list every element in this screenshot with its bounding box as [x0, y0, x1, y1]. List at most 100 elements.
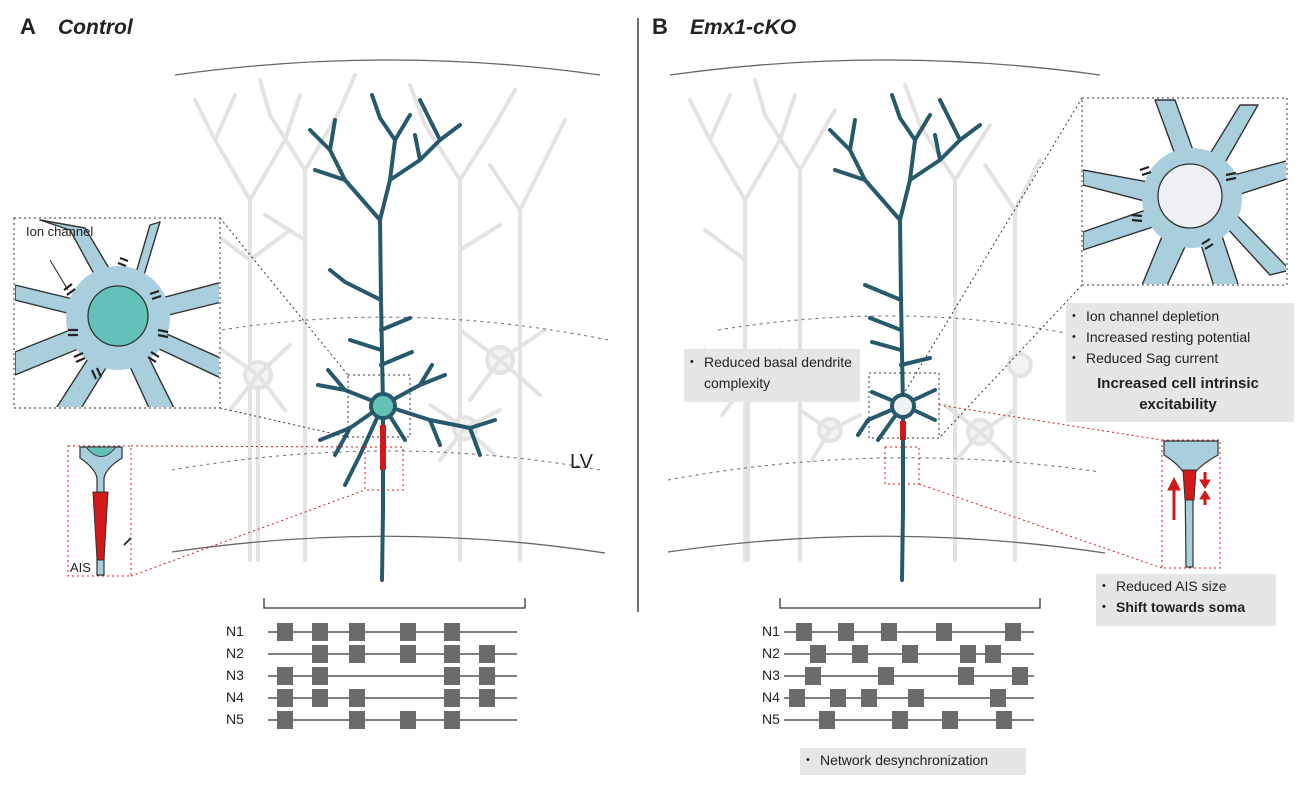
ais-inset-control: AIS: [67, 445, 132, 577]
neuron-cko: [828, 93, 982, 582]
ais-zoom-frame-a: [364, 446, 404, 491]
spike-n2-5: [985, 645, 1001, 663]
spike-n2-4: [960, 645, 976, 663]
raster-row-label-n5: N5: [762, 711, 780, 727]
spike-n1-4: [400, 623, 416, 641]
panel-a-letter: A: [20, 14, 36, 39]
spike-n4-4: [908, 689, 924, 707]
spike-n2-2: [852, 645, 868, 663]
white-matter-boundary-b: [667, 535, 1106, 554]
spike-n5-4: [996, 711, 1012, 729]
spike-n2-1: [810, 645, 826, 663]
spike-n5-4: [444, 711, 460, 729]
spike-n2-3: [400, 645, 416, 663]
spike-n4-1: [277, 689, 293, 707]
panel-b-letter: B: [652, 14, 668, 39]
raster-row-label-n1: N1: [226, 623, 244, 639]
neuron-control: [308, 93, 497, 582]
background-neurons-b: [688, 78, 1042, 562]
spike-n2-5: [479, 645, 495, 663]
soma-cko: [890, 393, 916, 419]
layer-boundary-b1: [717, 315, 1071, 335]
spike-n5-1: [277, 711, 293, 729]
spike-n3-4: [1012, 667, 1028, 685]
spike-n3-3: [958, 667, 974, 685]
spike-n5-3: [400, 711, 416, 729]
spike-n1-3: [349, 623, 365, 641]
spike-n1-1: [796, 623, 812, 641]
spike-n3-1: [277, 667, 293, 685]
spike-n3-3: [444, 667, 460, 685]
spike-n3-2: [312, 667, 328, 685]
panel-b-title: Emx1-cKO: [690, 16, 797, 39]
spike-n4-2: [830, 689, 846, 707]
layer-boundary-a1: [221, 316, 609, 341]
spike-n4-1: [789, 689, 805, 707]
note-soma-change-2: Increased resting potential: [1068, 327, 1288, 348]
spike-n4-5: [479, 689, 495, 707]
spike-n1-1: [277, 623, 293, 641]
spike-n1-2: [312, 623, 328, 641]
raster-row-label-n1: N1: [762, 623, 780, 639]
raster-row-label-n2: N2: [226, 645, 244, 661]
spike-n1-4: [936, 623, 952, 641]
note-basal-dendrite-text: Reduced basal dendrite complexity: [686, 352, 854, 394]
note-soma-change-1: Ion channel depletion: [1068, 306, 1288, 327]
layer-boundary-b2: [667, 457, 1101, 481]
raster-row-label-n3: N3: [226, 667, 244, 683]
pial-surface-b: [669, 59, 1101, 76]
layer-boundary-a2: [171, 450, 601, 471]
spike-n2-1: [312, 645, 328, 663]
spike-n4-3: [861, 689, 877, 707]
spike-n2-4: [444, 645, 460, 663]
note-ais-size: Reduced AIS size: [1098, 576, 1272, 597]
spike-n3-2: [878, 667, 894, 685]
raster-row-label-n3: N3: [762, 667, 780, 683]
soma-zoom-frame-a: [347, 374, 411, 438]
note-ais-shift: Shift towards soma: [1098, 597, 1272, 618]
spike-n1-5: [1005, 623, 1021, 641]
soma-zoom-frame-b: [868, 372, 940, 439]
spike-n4-5: [990, 689, 1006, 707]
spike-n5-1: [819, 711, 835, 729]
white-matter-boundary-a: [171, 535, 606, 554]
ais-zoom-frame-b: [884, 446, 920, 485]
raster-row-label-n5: N5: [226, 711, 244, 727]
note-basal-dendrite: Reduced basal dendrite complexity: [684, 349, 860, 402]
note-soma-change-3: Reduced Sag current: [1068, 348, 1288, 369]
panel-a-title: Control: [58, 16, 133, 39]
shift-arrows: [1167, 472, 1211, 520]
spike-n2-2: [349, 645, 365, 663]
spike-n1-3: [881, 623, 897, 641]
lv-label: LV: [570, 451, 594, 473]
spike-n1-2: [838, 623, 854, 641]
ion-channels-control: [63, 256, 169, 380]
note-soma-changes: Ion channel depletion Increased resting …: [1066, 303, 1294, 422]
spike-n4-3: [349, 689, 365, 707]
soma-control: [369, 392, 397, 420]
note-ais: Reduced AIS size Shift towards soma: [1096, 574, 1276, 626]
ion-channel-label: Ion channel: [26, 224, 93, 239]
spike-n3-4: [479, 667, 495, 685]
spike-n5-2: [349, 711, 365, 729]
raster-control: [263, 598, 526, 729]
spike-n5-3: [942, 711, 958, 729]
raster-row-label-n2: N2: [762, 645, 780, 661]
note-network: Network desynchronization: [800, 748, 1026, 775]
note-soma-conclusion: Increased cell intrinsic excitability: [1097, 375, 1259, 413]
spike-n2-3: [902, 645, 918, 663]
ais-label: AIS: [70, 560, 91, 575]
spike-n5-2: [892, 711, 908, 729]
spike-n4-4: [444, 689, 460, 707]
spike-n1-5: [444, 623, 460, 641]
soma-inset-cko: [1081, 97, 1288, 286]
raster-row-label-n4: N4: [226, 689, 244, 705]
ais-inset-cko: [1161, 439, 1221, 569]
spike-n4-2: [312, 689, 328, 707]
pial-surface-a: [174, 59, 601, 76]
soma-inset-control: Ion channel: [13, 217, 221, 409]
note-network-text: Network desynchronization: [802, 750, 1022, 771]
raster-cko: [779, 598, 1041, 729]
spike-n3-1: [805, 667, 821, 685]
